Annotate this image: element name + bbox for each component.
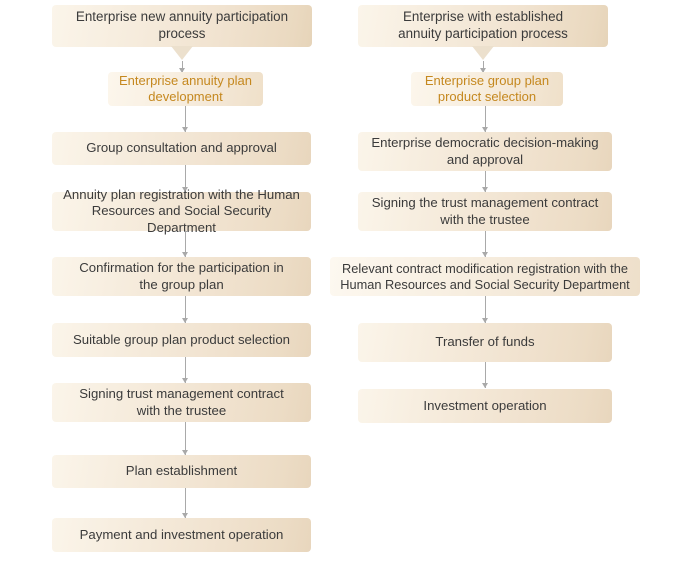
node-r1[interactable]: Enterprise group plan product selection (411, 72, 563, 106)
connector-arrowhead-r2 (482, 187, 488, 192)
connector-arrowhead-r4 (482, 318, 488, 323)
column-header-label: Enterprise new annuity participation pro… (52, 5, 312, 47)
connector-arrowhead-l3 (182, 252, 188, 257)
node-label: Relevant contract modification registrat… (340, 260, 630, 292)
column-header-label: Enterprise with established annuity part… (358, 5, 608, 47)
node-label: Transfer of funds (435, 334, 535, 350)
connector-arrowhead-l2 (182, 187, 188, 192)
node-r6[interactable]: Investment operation (358, 389, 612, 423)
connector-l7 (185, 488, 186, 518)
connector-arrowhead-r5 (482, 383, 488, 388)
connector-r5 (485, 362, 486, 388)
connector-arrowhead-l6 (182, 450, 188, 455)
node-r4[interactable]: Relevant contract modification registrat… (330, 257, 640, 296)
connector-l4 (185, 296, 186, 323)
connector-r4 (485, 296, 486, 323)
connector-r1 (485, 106, 486, 132)
node-l5[interactable]: Suitable group plan product selection (52, 323, 311, 357)
connector-arrowhead-l7 (182, 513, 188, 518)
connector-l5 (185, 357, 186, 383)
node-r2[interactable]: Enterprise democratic decision-making an… (358, 132, 612, 171)
connector-arrowhead-l5 (182, 378, 188, 383)
connector-arrowhead-r3 (482, 252, 488, 257)
connector-l1 (185, 106, 186, 132)
node-l6[interactable]: Signing trust management contract with t… (52, 383, 311, 422)
connector-arrowhead-l0 (179, 68, 185, 73)
connector-r0 (483, 61, 484, 74)
connector-r3 (485, 231, 486, 257)
connector-arrowhead-l4 (182, 318, 188, 323)
node-label: Suitable group plan product selection (72, 331, 290, 347)
node-l1[interactable]: Enterprise annuity plan development (108, 72, 263, 106)
node-label: Enterprise group plan product selection (424, 73, 550, 104)
connector-l2 (185, 165, 186, 192)
node-label: Payment and investment operation (79, 526, 284, 542)
connector-l3 (185, 231, 186, 257)
connector-arrowhead-r0 (480, 68, 486, 73)
column-header-established-participation: Enterprise with established annuity part… (358, 5, 608, 60)
connector-arrowhead-l1 (182, 127, 188, 132)
node-label: Group consultation and approval (86, 140, 277, 156)
node-label: Enterprise democratic decision-making an… (371, 135, 599, 167)
connector-l0 (182, 61, 183, 74)
node-label: Confirmation for the participation in th… (79, 260, 284, 292)
node-l3[interactable]: Annuity plan registration with the Human… (52, 187, 311, 235)
node-r5[interactable]: Transfer of funds (358, 323, 612, 362)
node-l8[interactable]: Payment and investment operation (52, 518, 311, 552)
node-l7[interactable]: Plan establishment (52, 455, 311, 488)
banner-notch-icon (472, 46, 494, 60)
connector-r2 (485, 171, 486, 192)
node-label: Investment operation (423, 397, 547, 413)
banner-notch-icon (171, 46, 193, 60)
node-label: Annuity plan registration with the Human… (63, 187, 300, 235)
node-r3[interactable]: Signing the trust management contract wi… (358, 192, 612, 231)
node-l2[interactable]: Group consultation and approval (52, 132, 311, 165)
connector-l6 (185, 422, 186, 455)
column-header-new-participation: Enterprise new annuity participation pro… (52, 5, 312, 60)
node-label: Signing trust management contract with t… (79, 386, 284, 418)
node-label: Signing the trust management contract wi… (371, 195, 599, 227)
node-label: Enterprise annuity plan development (119, 73, 252, 104)
node-label: Plan establishment (125, 463, 238, 479)
connector-arrowhead-r1 (482, 127, 488, 132)
node-l4[interactable]: Confirmation for the participation in th… (52, 257, 311, 296)
